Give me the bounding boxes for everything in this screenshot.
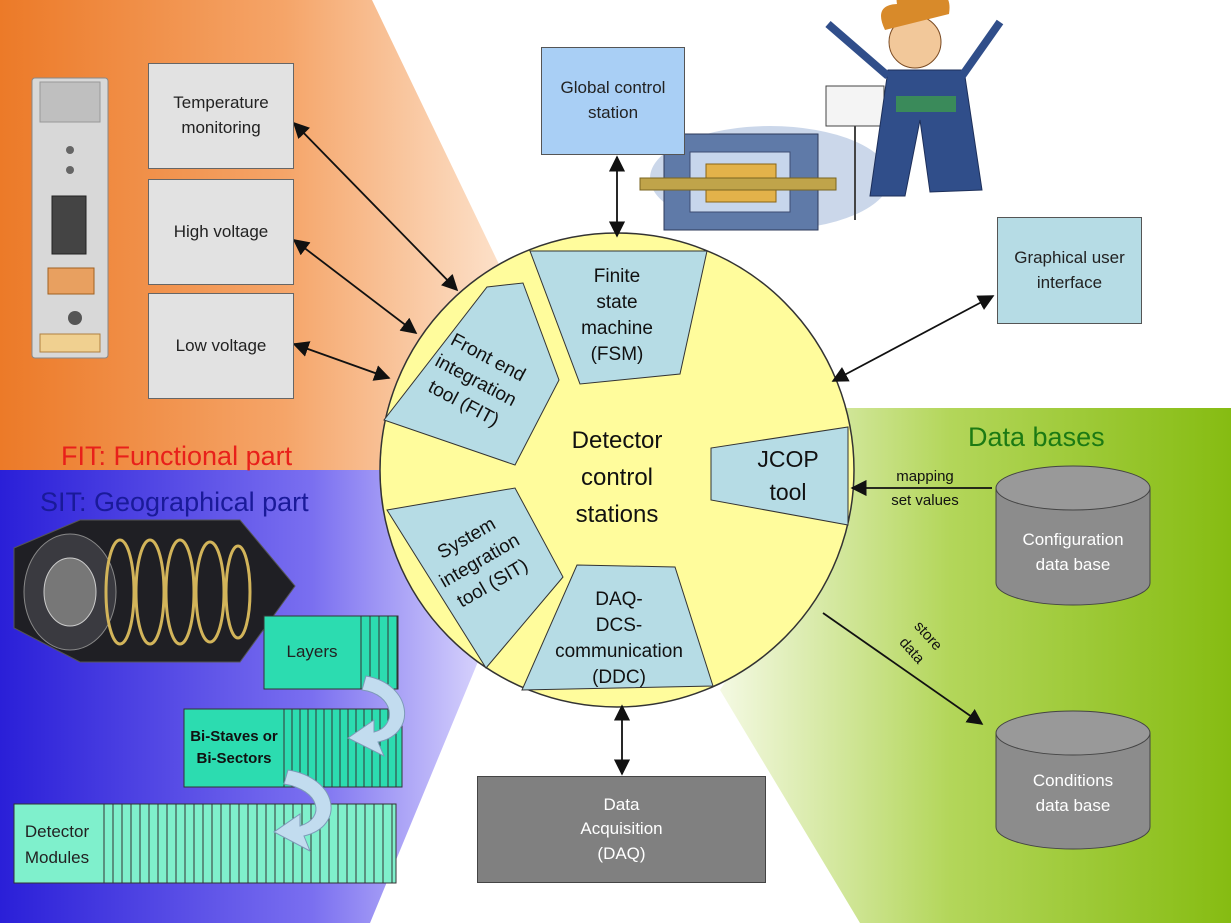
graphical-user-interface-line-1: Graphical user xyxy=(1014,247,1125,267)
high-voltage-label: High voltage xyxy=(173,221,269,241)
jcop-label-line-1: JCOP xyxy=(757,446,818,472)
mapping-label-line-1: mapping xyxy=(896,468,954,485)
ddc-label-line-4: (DDC) xyxy=(592,667,646,688)
bistaves-stack xyxy=(183,708,403,788)
center-title: Detector control stations xyxy=(572,427,663,528)
fsm-label-line-1: Finite xyxy=(594,266,640,287)
ddc-label-line-3: communication xyxy=(555,641,683,662)
conductor-illustration-image xyxy=(639,0,1004,231)
global-control-station-box[interactable]: Global control station xyxy=(541,47,685,155)
mapping-label: mapping set values xyxy=(891,468,959,509)
data-acquisition-box[interactable]: Data Acquisition (DAQ) xyxy=(477,776,766,883)
arrow-high-voltage xyxy=(292,239,418,334)
fsm-label-line-4: (FSM) xyxy=(591,344,644,365)
conditions-database[interactable]: Conditions data base xyxy=(995,710,1151,850)
center-title-line-2: control xyxy=(581,464,653,491)
arrow-gui xyxy=(831,295,995,382)
temperature-monitoring-label: Temperature monitoring xyxy=(173,91,268,140)
bistaves-label: Bi-Staves or Bi-Sectors xyxy=(190,728,278,767)
ddc-label-line-1: DAQ- xyxy=(595,589,643,610)
data-bases-title: Data bases xyxy=(968,422,1105,452)
modules-label-line-2: Modules xyxy=(25,848,89,867)
modules-stack xyxy=(13,803,397,884)
sit-segment[interactable] xyxy=(386,487,564,669)
center-title-line-3: stations xyxy=(576,501,659,528)
global-control-station-line-2: station xyxy=(587,103,639,122)
arrow-temperature xyxy=(292,121,459,292)
arrow-low-voltage xyxy=(292,341,391,381)
graphical-user-interface-box[interactable]: Graphical user interface xyxy=(997,217,1142,324)
arrow-store-data xyxy=(822,612,984,725)
fsm-label-line-3: machine xyxy=(581,318,653,339)
geographical-part-title: SIT: Geographical part xyxy=(40,487,309,517)
graphical-user-interface-label: Graphical user interface xyxy=(1014,246,1125,295)
graphical-user-interface-line-2: interface xyxy=(1036,272,1103,292)
low-voltage-label: Low voltage xyxy=(175,335,267,355)
data-acquisition-line-2: Acquisition xyxy=(580,819,663,839)
conditions-database-line-2: data base xyxy=(1036,796,1111,815)
temperature-monitoring-box[interactable]: Temperature monitoring xyxy=(148,63,294,169)
functional-part-title: FIT: Functional part xyxy=(61,441,293,471)
temperature-monitoring-line-1: Temperature xyxy=(173,93,269,113)
conditions-database-line-1: Conditions xyxy=(1033,771,1113,790)
configuration-database-line-2: data base xyxy=(1036,555,1111,574)
data-acquisition-line-3: (DAQ) xyxy=(597,843,646,863)
bistaves-to-modules-arrow xyxy=(273,769,332,853)
fsm-label: Finite state machine (FSM) xyxy=(581,266,653,365)
temperature-monitoring-line-2: monitoring xyxy=(181,118,261,137)
center-title-line-1: Detector xyxy=(572,427,663,454)
data-acquisition-line-1: Data xyxy=(603,794,640,814)
layers-to-bistaves-arrow xyxy=(347,675,405,758)
fit-segment[interactable] xyxy=(383,282,560,466)
fsm-label-line-2: state xyxy=(596,292,637,313)
jcop-segment[interactable] xyxy=(710,426,849,526)
jcop-label: JCOP tool xyxy=(757,446,818,505)
data-acquisition-label: Data Acquisition (DAQ) xyxy=(580,793,662,867)
global-control-station-line-1: Global control xyxy=(560,78,666,98)
mapping-label-line-2: set values xyxy=(891,492,959,509)
modules-label: Detector Modules xyxy=(25,822,90,867)
global-control-station-label: Global control station xyxy=(561,76,666,125)
high-voltage-box[interactable]: High voltage xyxy=(148,179,294,285)
configuration-database[interactable]: Configuration data base xyxy=(995,465,1151,606)
layers-stack xyxy=(263,615,399,690)
bistaves-label-line-1: Bi-Staves or xyxy=(190,728,278,745)
detector-barrel-image xyxy=(13,519,296,663)
ddc-label-line-2: DCS- xyxy=(596,615,642,636)
layers-label: Layers xyxy=(286,642,337,661)
bistaves-label-line-2: Bi-Sectors xyxy=(196,750,271,767)
fsm-segment[interactable] xyxy=(529,250,708,385)
jcop-label-line-2: tool xyxy=(769,479,806,505)
ddc-label: DAQ- DCS- communication (DDC) xyxy=(555,589,683,688)
ddc-segment[interactable] xyxy=(521,564,714,691)
connector-arrows xyxy=(292,121,995,776)
configuration-database-line-1: Configuration xyxy=(1022,530,1123,549)
modules-label-line-1: Detector xyxy=(25,822,90,841)
low-voltage-box[interactable]: Low voltage xyxy=(148,293,294,399)
electronics-crate-image xyxy=(31,77,109,359)
